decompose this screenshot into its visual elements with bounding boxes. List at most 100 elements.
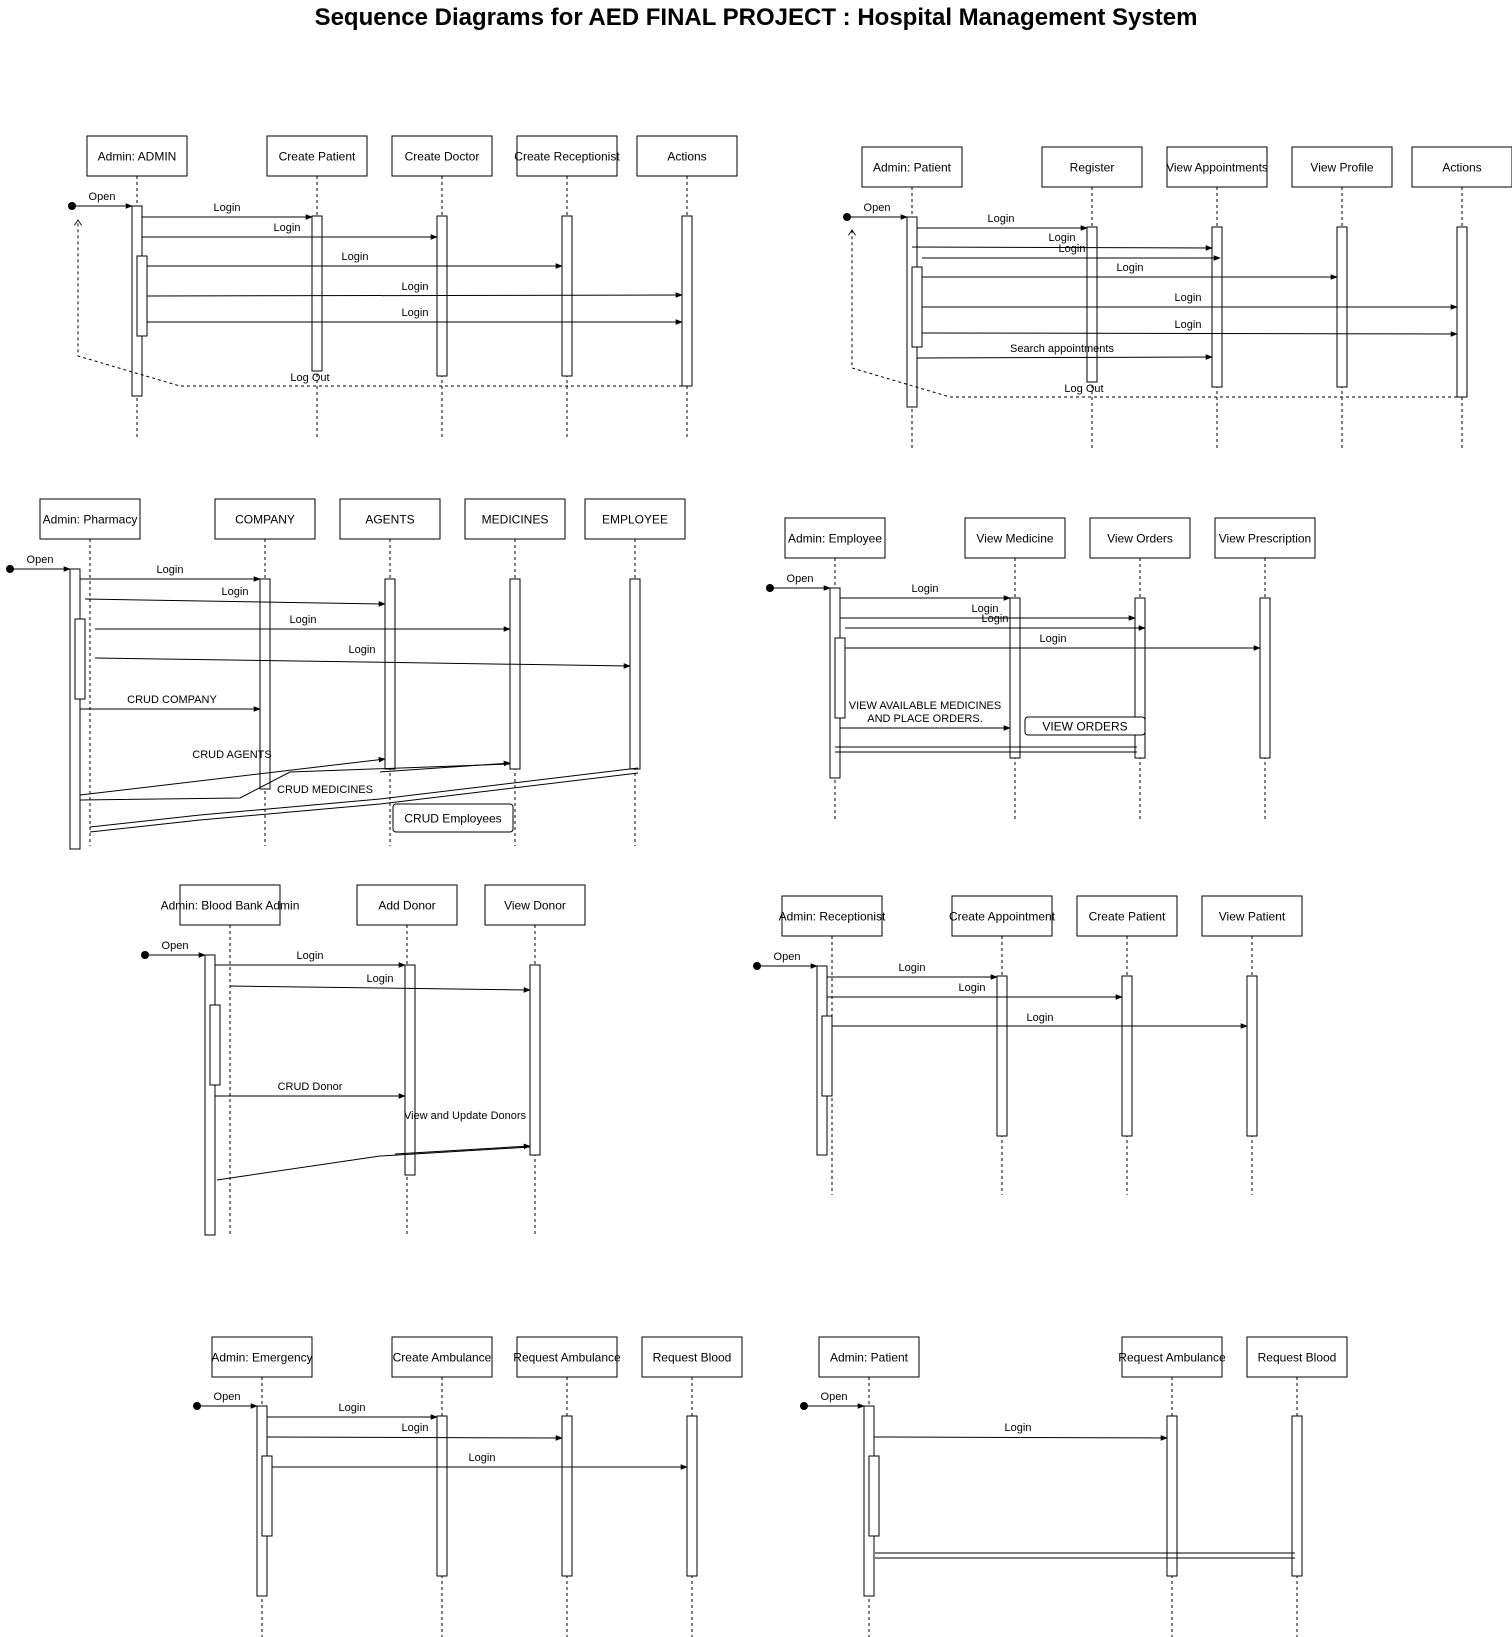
receptionist-participant-2-label: Create Patient — [1089, 910, 1166, 924]
message-arrow — [873, 1435, 1168, 1441]
message-label: Login — [367, 973, 394, 985]
pharmacy-crud-agents-arrow — [79, 756, 386, 796]
message-label: Login — [274, 222, 301, 234]
message-label: Login — [912, 583, 939, 595]
employee-participant-1-label: View Medicine — [976, 532, 1053, 546]
employee-activation-1 — [1009, 597, 1021, 759]
employee-view-medicines-label-1: VIEW AVAILABLE MEDICINES — [849, 700, 1001, 712]
pharmacy-activation-main — [69, 568, 81, 850]
pharmacy-crud-agents-label: CRUD AGENTS — [192, 749, 271, 761]
emergency-activation-3 — [686, 1415, 698, 1577]
patient-activation-1 — [1086, 226, 1098, 383]
message-label: Login — [402, 281, 429, 293]
bloodbank-activation-main — [204, 954, 216, 1236]
message-label: Login — [1027, 1012, 1054, 1024]
pharmacy-participant-2-label: AGENTS — [365, 513, 414, 527]
bloodbank-participant-2-label: View Donor — [504, 899, 566, 913]
admin-participant-2-box — [391, 135, 493, 177]
bloodbank-participant-0-label: Admin: Blood Bank Admin — [161, 899, 300, 913]
pharmacy-participant-1-label: COMPANY — [235, 513, 295, 527]
message-label: Login — [959, 982, 986, 994]
admin-participant-0-label: Admin: ADMIN — [98, 150, 177, 164]
admin-participant-4-box — [636, 135, 738, 177]
message-arrow — [921, 331, 1458, 337]
admin-open-label: Open — [89, 191, 116, 203]
message-label: Login — [342, 251, 369, 263]
bloodbank-open-label: Open — [162, 940, 189, 952]
bloodbank-view-update-label: View and Update Donors — [404, 1110, 527, 1122]
patient-participant-3-label: View Profile — [1310, 161, 1373, 175]
message-label: Login — [1059, 243, 1086, 255]
message-label: Login — [972, 603, 999, 615]
emergency-activation-1 — [436, 1415, 448, 1577]
emergency-participant-2-label: Request Ambulance — [513, 1351, 621, 1365]
patient-participant-4-label: Actions — [1442, 161, 1481, 175]
employee-participant-3-label: View Prescription — [1219, 532, 1311, 546]
receptionist-activation-1 — [996, 975, 1008, 1137]
employee-activation-2 — [1134, 597, 1146, 759]
employee-participant-0-label: Admin: Employee — [788, 532, 882, 546]
message-label: Login — [402, 307, 429, 319]
message-label: CRUD Donor — [278, 1081, 343, 1093]
pharmacy-crud-medicines-arrow — [379, 760, 511, 773]
employee-activation-3 — [1259, 597, 1271, 759]
message-arrow — [84, 598, 386, 607]
patient2-participant-2-label: Request Blood — [1258, 1351, 1337, 1365]
message-label: Login — [222, 586, 249, 598]
pharmacy-participant-1-box — [214, 498, 316, 540]
message-label: Login — [469, 1452, 496, 1464]
employee-view-medicines-label-2: AND PLACE ORDERS. — [867, 713, 983, 725]
message-label: Login — [1005, 1422, 1032, 1434]
pharmacy-open-label: Open — [27, 554, 54, 566]
pharmacy-participant-4-box — [584, 498, 686, 540]
employee-participant-3-box — [1214, 517, 1316, 559]
patient-activation-4 — [1456, 226, 1468, 398]
emergency-participant-3-box — [641, 1336, 743, 1378]
pharmacy-crud-employees-path-a — [89, 767, 639, 828]
message-label: Login — [1175, 292, 1202, 304]
pharmacy-activation-1 — [259, 578, 271, 790]
emergency-participant-1-box — [391, 1336, 493, 1378]
message-label: Login — [1049, 232, 1076, 244]
message-label: Login — [899, 962, 926, 974]
message-label: Login — [982, 613, 1009, 625]
patient-participant-2-label: View Appointments — [1166, 161, 1268, 175]
message-label: Login — [1040, 633, 1067, 645]
message-label: Login — [1175, 319, 1202, 331]
admin-activation-4 — [681, 215, 693, 387]
employee-view-orders-note-label: VIEW ORDERS — [1042, 720, 1127, 734]
admin-participant-3-box — [516, 135, 618, 177]
admin-participant-1-box — [266, 135, 368, 177]
admin-logout-path — [74, 219, 682, 387]
patient2-participant-1-label: Request Ambulance — [1118, 1351, 1226, 1365]
emergency-participant-3-label: Request Blood — [653, 1351, 732, 1365]
patient2-participant-0-label: Admin: Patient — [830, 1351, 909, 1365]
admin-participant-3-label: Create Receptionist — [514, 150, 620, 164]
pharmacy-crud-employees-path-b — [89, 772, 639, 833]
pharmacy-activation-4 — [629, 578, 641, 770]
pharmacy-activation-3 — [509, 578, 521, 770]
patient-participant-1-label: Register — [1070, 161, 1115, 175]
bloodbank-view-update-path — [216, 1146, 531, 1181]
pharmacy-participant-3-box — [464, 498, 566, 540]
message-arrow — [229, 985, 531, 993]
message-arrow — [911, 245, 1213, 251]
receptionist-activation-3 — [1246, 975, 1258, 1137]
admin-activation-2 — [436, 215, 448, 377]
patient2-activation-inner — [868, 1455, 880, 1537]
receptionist-participant-0-box — [781, 895, 883, 937]
message-arrow — [146, 292, 683, 298]
message-label: Search appointments — [1010, 343, 1114, 355]
message-label: Login — [988, 213, 1015, 225]
patient2-participant-0-box — [818, 1336, 920, 1378]
message-arrow — [94, 657, 631, 669]
message-label: Login — [214, 202, 241, 214]
patient-logout-path — [848, 229, 1457, 398]
bloodbank-participant-0-box — [179, 884, 281, 926]
message-label: Login — [402, 1422, 429, 1434]
pharmacy-crud-employees-note-box — [392, 803, 514, 833]
admin-activation-inner — [136, 255, 148, 337]
patient2-open-label: Open — [821, 1391, 848, 1403]
message-label: Login — [297, 950, 324, 962]
